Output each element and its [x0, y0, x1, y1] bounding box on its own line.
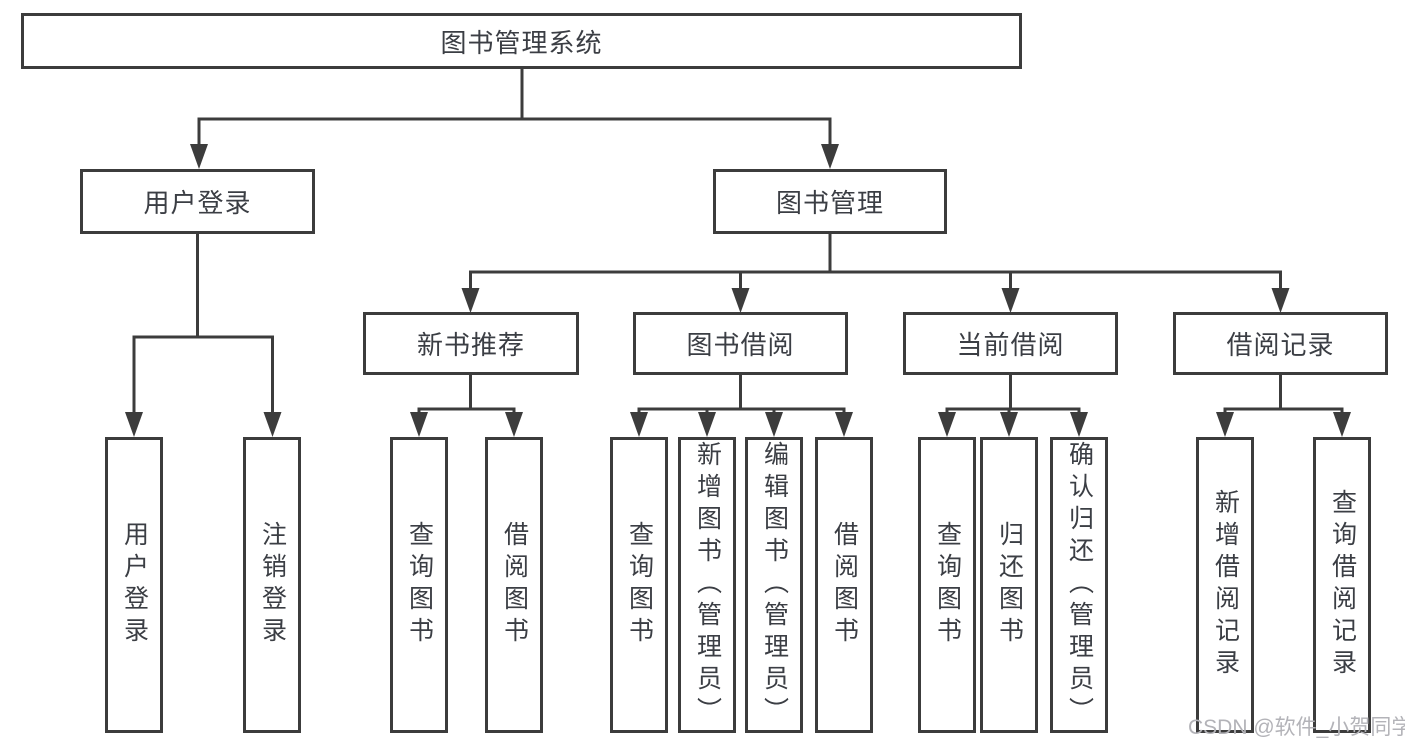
leaf-label: 归还图书 [995, 521, 1024, 649]
node-library-management-system: 图书管理系统 [21, 13, 1022, 69]
arrowhead [1000, 412, 1018, 437]
leaf-confirm-return-admin: 确认归还（管理员） [1050, 437, 1108, 733]
arrowhead [1070, 412, 1088, 437]
arrowhead [765, 412, 783, 437]
leaf-borrow-book: 借阅图书 [815, 437, 873, 733]
node-book-management: 图书管理 [713, 169, 947, 234]
arrowhead [505, 412, 523, 437]
arrowhead [1216, 412, 1234, 437]
leaf-query-borrow-record: 查询借阅记录 [1313, 437, 1371, 733]
arrowhead [821, 144, 839, 169]
connector-root-to-level2 [190, 69, 839, 169]
arrowhead [263, 412, 282, 437]
arrowhead [125, 412, 143, 437]
leaf-borrow-book-recommend: 借阅图书 [485, 437, 543, 733]
leaf-label: 新增图书（管理员） [693, 441, 722, 729]
leaf-query-book-recommend: 查询图书 [390, 437, 448, 733]
leaf-label: 借阅图书 [500, 521, 529, 649]
leaf-label: 新增借阅记录 [1211, 489, 1240, 681]
node-book-borrow: 图书借阅 [633, 312, 848, 375]
connector-user-login-children [125, 234, 282, 437]
leaf-label: 借阅图书 [830, 521, 859, 649]
arrowhead [1001, 288, 1020, 313]
connector-new-book-rec-children [410, 375, 523, 437]
arrowhead [630, 412, 648, 437]
node-user-login: 用户登录 [80, 169, 315, 234]
arrowhead [698, 412, 716, 437]
arrowhead [190, 144, 208, 169]
leaf-add-book-admin: 新增图书（管理员） [678, 437, 736, 733]
leaf-label: 查询图书 [933, 521, 962, 649]
leaf-add-borrow-record: 新增借阅记录 [1196, 437, 1254, 733]
leaf-label: 查询图书 [625, 521, 654, 649]
arrowhead [938, 412, 956, 437]
node-current-borrow: 当前借阅 [903, 312, 1118, 375]
connector-book-mgmt-to-level3 [461, 234, 1290, 313]
arrowhead [731, 288, 750, 313]
leaf-query-book-borrow: 查询图书 [610, 437, 668, 733]
connector-book-borrow-children [630, 375, 853, 437]
arrowhead [835, 412, 853, 437]
watermark: CSDN @软件_小贺同学 [1188, 716, 1405, 739]
connector-current-borrow-children [938, 375, 1088, 437]
arrowhead [461, 288, 480, 313]
arrowhead [1333, 412, 1351, 437]
leaf-label: 查询借阅记录 [1328, 489, 1357, 681]
connector-borrow-records-children [1216, 375, 1351, 437]
leaf-label: 确认归还（管理员） [1065, 441, 1094, 729]
leaf-label: 编辑图书（管理员） [760, 441, 789, 729]
leaf-return-book: 归还图书 [980, 437, 1038, 733]
node-new-book-recommend: 新书推荐 [363, 312, 579, 375]
leaf-user-login: 用户登录 [105, 437, 163, 733]
node-borrow-records: 借阅记录 [1173, 312, 1388, 375]
leaf-label: 查询图书 [405, 521, 434, 649]
leaf-query-book-current: 查询图书 [918, 437, 976, 733]
arrowhead [410, 412, 428, 437]
arrowhead [1271, 288, 1290, 313]
leaf-logout: 注销登录 [243, 437, 301, 733]
leaf-edit-book-admin: 编辑图书（管理员） [745, 437, 803, 733]
leaf-label: 用户登录 [120, 521, 149, 649]
leaf-label: 注销登录 [258, 521, 287, 649]
